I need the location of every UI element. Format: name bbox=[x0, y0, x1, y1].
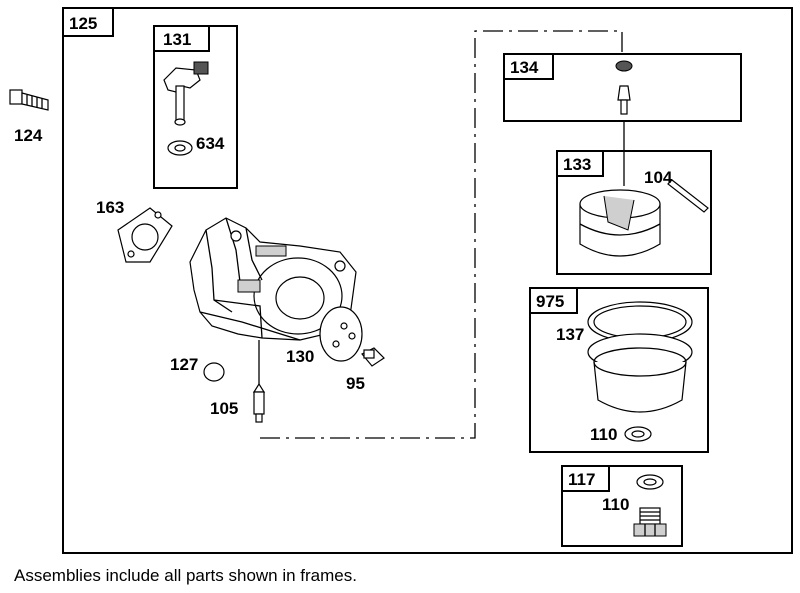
part-label-110-a: 110 bbox=[590, 425, 617, 444]
gasket-163 bbox=[117, 207, 173, 263]
frame-125-tag: 125 bbox=[69, 14, 97, 33]
bowl-nut-117 bbox=[633, 507, 667, 537]
part-label-105: 105 bbox=[210, 399, 238, 418]
pin-104 bbox=[667, 179, 709, 213]
frame-117-tag: 117 bbox=[568, 470, 595, 489]
part-label-110-b: 110 bbox=[602, 495, 629, 514]
frame-131-tag: 131 bbox=[163, 30, 191, 49]
frame-975-tag: 975 bbox=[536, 292, 564, 311]
plate-130 bbox=[319, 306, 363, 362]
frame-125-tag-box bbox=[62, 7, 114, 37]
float-bowl-137 bbox=[587, 301, 693, 413]
frame-975 bbox=[529, 287, 709, 453]
float-131 bbox=[163, 61, 209, 126]
frame-134-tag-box bbox=[503, 53, 554, 80]
needle-105 bbox=[252, 340, 266, 423]
bolt-124 bbox=[9, 89, 49, 111]
plug-127 bbox=[203, 362, 225, 382]
washer-110-b bbox=[636, 474, 664, 490]
part-label-130: 130 bbox=[286, 347, 314, 366]
part-label-95: 95 bbox=[346, 374, 365, 393]
leader-dashed bbox=[260, 30, 623, 439]
carburetor-body bbox=[189, 217, 357, 341]
screw-95 bbox=[361, 347, 385, 367]
frame-117 bbox=[561, 465, 683, 547]
frame-125 bbox=[62, 7, 793, 554]
part-label-634: 634 bbox=[196, 134, 225, 153]
part-label-127: 127 bbox=[170, 355, 198, 374]
frame-975-tag-box bbox=[529, 287, 578, 314]
part-label-124: 124 bbox=[14, 126, 43, 145]
frame-133-tag-box bbox=[556, 150, 604, 177]
bowl-insert-133 bbox=[579, 189, 661, 257]
frame-134-tag: 134 bbox=[510, 58, 539, 77]
frame-117-tag-box bbox=[561, 465, 610, 492]
seat-134 bbox=[615, 60, 633, 115]
frame-133-tag: 133 bbox=[563, 155, 591, 174]
frame-133 bbox=[556, 150, 712, 275]
part-label-104: 104 bbox=[644, 168, 673, 187]
part-label-163: 163 bbox=[96, 198, 124, 217]
washer-634 bbox=[167, 140, 193, 156]
footnote: Assemblies include all parts shown in fr… bbox=[14, 566, 357, 585]
frame-134 bbox=[503, 53, 742, 122]
washer-110-a bbox=[624, 426, 652, 442]
part-label-137: 137 bbox=[556, 325, 584, 344]
frame-131-tag-box bbox=[153, 25, 210, 52]
